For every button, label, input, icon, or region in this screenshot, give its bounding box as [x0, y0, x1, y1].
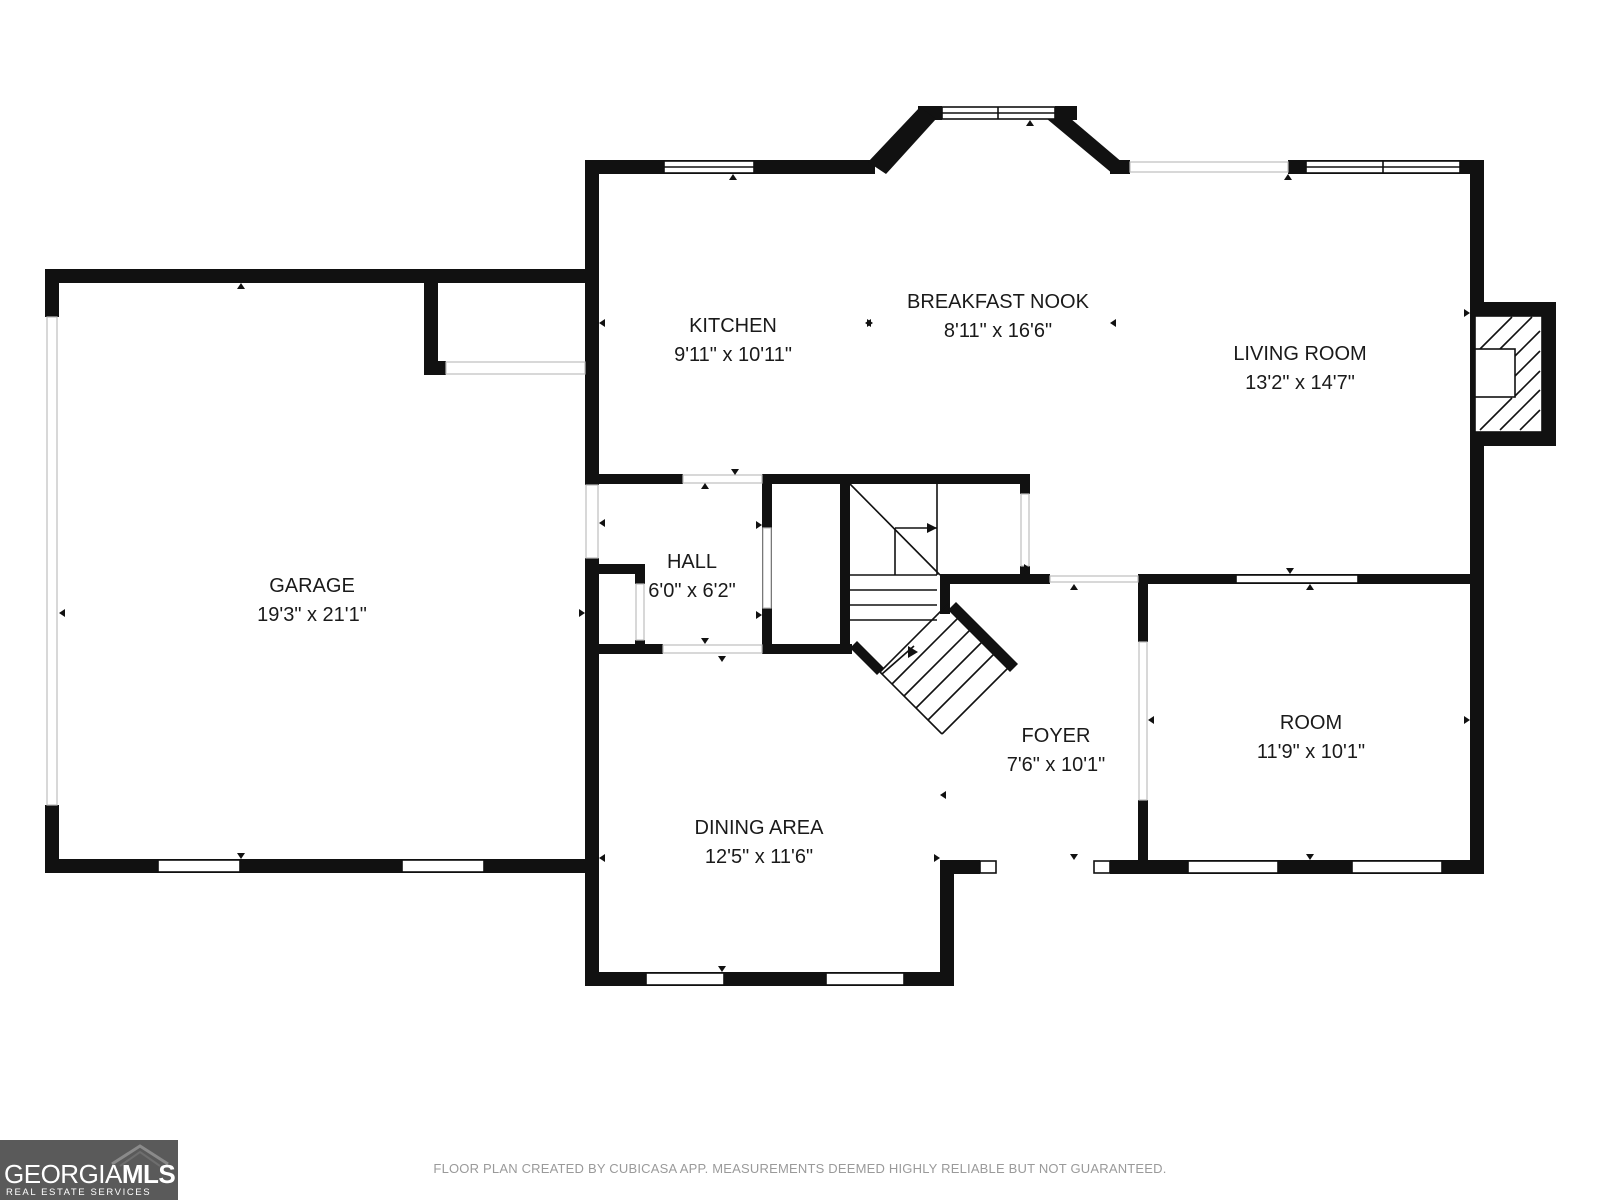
house-roof-icon	[111, 1144, 169, 1167]
room-name: DINING AREA	[695, 817, 825, 839]
logo-wordmark: GEORGIAMLS	[4, 1159, 176, 1189]
windows	[46, 106, 1461, 986]
room-label-breakfast-nook: BREAKFAST NOOK 8'11" x 16'6"	[907, 291, 1090, 342]
georgia-mls-logo: GEORGIAMLS REAL ESTATE SERVICES	[0, 1140, 178, 1200]
room-name: ROOM	[1280, 712, 1342, 734]
room-label-living-room: LIVING ROOM 13'2" x 14'7"	[1233, 343, 1366, 394]
room-dimensions: 7'6" x 10'1"	[1007, 754, 1106, 776]
room-name: KITCHEN	[689, 315, 777, 337]
logo-brand-left: GEORGIA	[4, 1159, 122, 1189]
room-label-hall: HALL 6'0" x 6'2"	[648, 551, 735, 602]
room-dimensions: 13'2" x 14'7"	[1245, 372, 1355, 394]
interior-walls	[585, 474, 1484, 874]
logo-tagline: REAL ESTATE SERVICES	[6, 1187, 152, 1198]
doorway-openings	[585, 474, 1148, 801]
room-dimensions: 6'0" x 6'2"	[648, 580, 735, 602]
staircase	[849, 483, 1011, 735]
room-name: FOYER	[1022, 725, 1091, 747]
room-label-room: ROOM 11'9" x 10'1"	[1257, 712, 1365, 763]
room-name: HALL	[667, 551, 717, 573]
dimension-markers	[59, 120, 1470, 972]
room-label-foyer: FOYER 7'6" x 10'1"	[1007, 725, 1106, 776]
room-label-garage: GARAGE 19'3" x 21'1"	[257, 575, 367, 626]
room-label-kitchen: KITCHEN 9'11" x 10'11"	[674, 315, 792, 366]
room-dimensions: 19'3" x 21'1"	[257, 604, 367, 626]
room-dimensions: 11'9" x 10'1"	[1257, 741, 1365, 763]
room-name: LIVING ROOM	[1233, 343, 1366, 365]
room-dimensions: 9'11" x 10'11"	[674, 344, 792, 366]
room-label-dining-area: DINING AREA 12'5" x 11'6"	[695, 817, 825, 868]
room-name: GARAGE	[269, 575, 355, 597]
room-dimensions: 12'5" x 11'6"	[705, 846, 813, 868]
room-name: BREAKFAST NOOK	[907, 291, 1090, 313]
room-dimensions: 8'11" x 16'6"	[944, 320, 1052, 342]
disclaimer-text: FLOOR PLAN CREATED BY CUBICASA APP. MEAS…	[433, 1161, 1167, 1176]
fireplace	[1474, 315, 1543, 433]
logo-brand-right: MLS	[121, 1159, 176, 1189]
